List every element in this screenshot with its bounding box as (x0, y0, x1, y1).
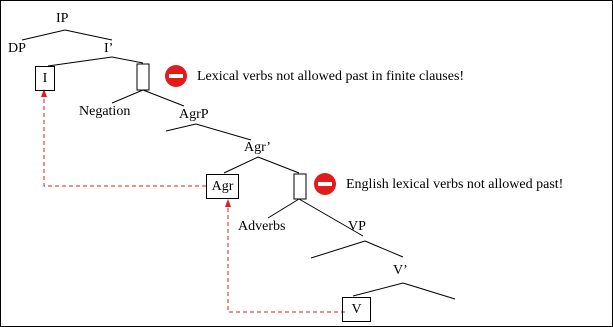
branch-vp-vbar (364, 240, 404, 258)
branch-ip-dp (21, 29, 66, 41)
branch-ibar-neg-node (111, 56, 144, 64)
node-v-head: V (342, 297, 371, 322)
node-adverbs: Adverbs (238, 219, 286, 234)
arrowhead-i (41, 89, 47, 97)
branch-ip-ibar (64, 29, 113, 41)
branch-ibar-i (47, 56, 113, 67)
node-negation: Negation (79, 104, 131, 119)
empty-head-box-1 (136, 63, 150, 91)
branch-agrp-left (165, 123, 197, 132)
branch-vp-left (310, 240, 366, 259)
node-ip: IP (56, 11, 69, 26)
note-finite-clauses: Lexical verbs not allowed past in finite… (197, 69, 465, 84)
node-vp: VP (348, 219, 366, 234)
note-english-verbs: English lexical verbs not allowed past! (346, 177, 564, 192)
node-i-head: I (35, 66, 55, 91)
node-agrp: AgrP (179, 107, 209, 122)
branch-agrbar-box (257, 156, 300, 174)
movement-arrow-v-agr (227, 202, 345, 313)
node-i-bar: I’ (104, 41, 114, 56)
branch-vp (298, 198, 364, 237)
no-entry-icon (165, 65, 187, 87)
node-v-bar: V’ (393, 263, 408, 278)
arrowhead-agr (225, 199, 231, 207)
no-entry-icon (314, 173, 336, 195)
branch-agrp-agrbar (195, 123, 252, 141)
branch-agrp (142, 89, 185, 107)
movement-arrow-agr-i (43, 92, 206, 187)
branch-vbar-right (402, 282, 456, 300)
empty-head-box-2 (293, 173, 307, 200)
branch-neg (111, 89, 144, 104)
branch-adverbs (267, 198, 300, 219)
node-agr-head: Agr (206, 174, 239, 199)
branch-agrbar-agr (223, 156, 259, 174)
node-dp: DP (8, 41, 26, 56)
node-agr-bar: Agr’ (244, 140, 271, 155)
branch-vbar-v (352, 282, 404, 297)
